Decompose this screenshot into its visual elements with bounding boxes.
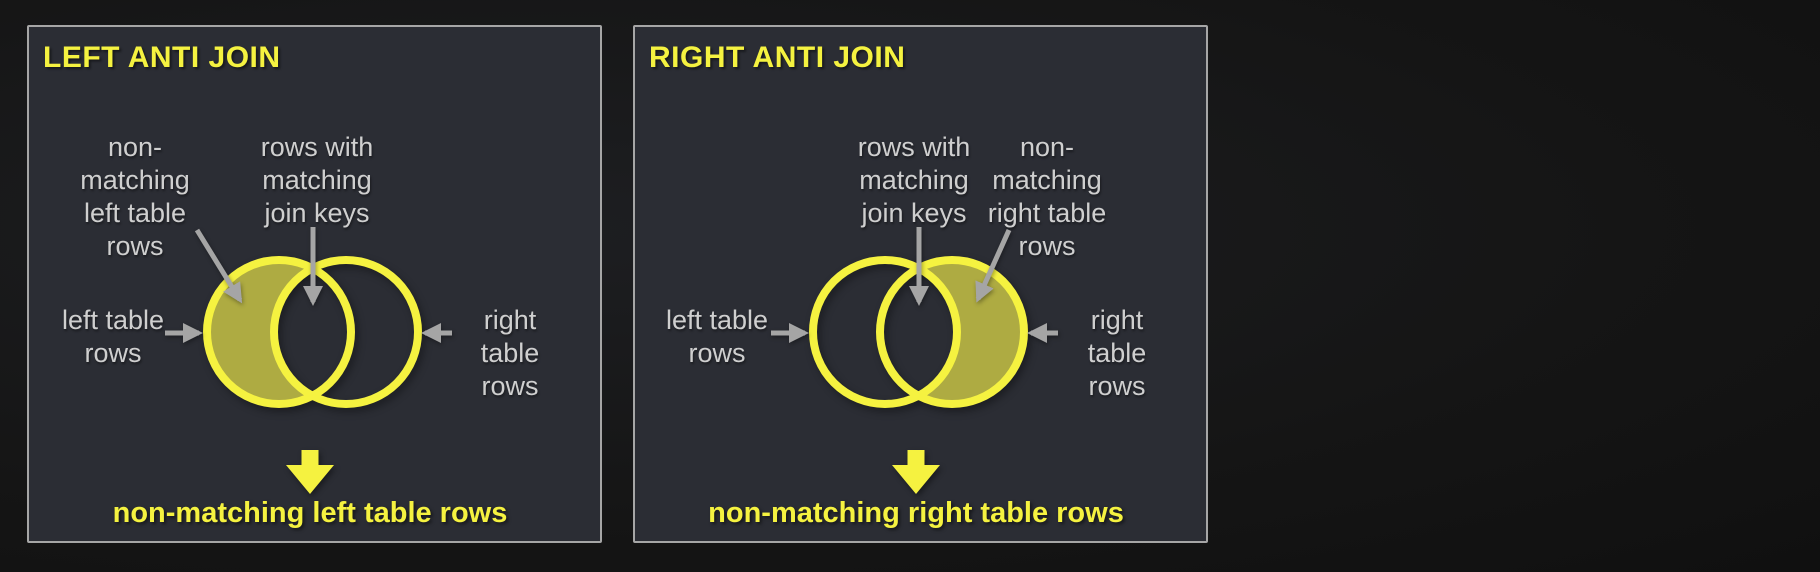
pointer-arrows: [165, 227, 452, 343]
left-circle: [203, 256, 355, 408]
result-text: non-matching left table rows: [112, 497, 508, 529]
crescent-highlight-right: [918, 260, 1025, 404]
label-non-matching-right-rows: non- matching right table rows: [987, 132, 1107, 261]
left-circle: [809, 256, 961, 408]
panel-left-anti-join: LEFT ANTI JOIN non- matching left table …: [27, 25, 602, 543]
pointer-non-matching-icon: [194, 228, 243, 304]
pointer-non-matching-icon: [975, 228, 1012, 303]
result-arrow-icon: [286, 450, 334, 494]
panel-title: RIGHT ANTI JOIN: [649, 41, 906, 74]
pointer-arrows: [771, 227, 1058, 343]
label-non-matching-left-rows: non- matching left table rows: [80, 132, 190, 261]
venn-diagram-left-anti-join: [165, 227, 452, 494]
right-circle: [270, 256, 422, 408]
result-text: non-matching right table rows: [708, 497, 1124, 529]
label-left-table-rows: left table rows: [61, 305, 165, 368]
panel-right-anti-join: RIGHT ANTI JOIN rows with matching join …: [633, 25, 1208, 543]
label-right-table-rows: right table rows: [1087, 305, 1147, 401]
result-arrow-icon: [892, 450, 940, 494]
right-circle: [876, 256, 1028, 408]
label-right-table-rows: right table rows: [480, 305, 540, 401]
venn-diagram-right-anti-join: [771, 227, 1058, 494]
label-matching-join-keys: rows with matching join keys: [260, 132, 374, 228]
venn-circles: [809, 256, 1028, 408]
panel-title: LEFT ANTI JOIN: [43, 41, 281, 74]
label-matching-join-keys: rows with matching join keys: [857, 132, 971, 228]
label-left-table-rows: left table rows: [665, 305, 769, 368]
